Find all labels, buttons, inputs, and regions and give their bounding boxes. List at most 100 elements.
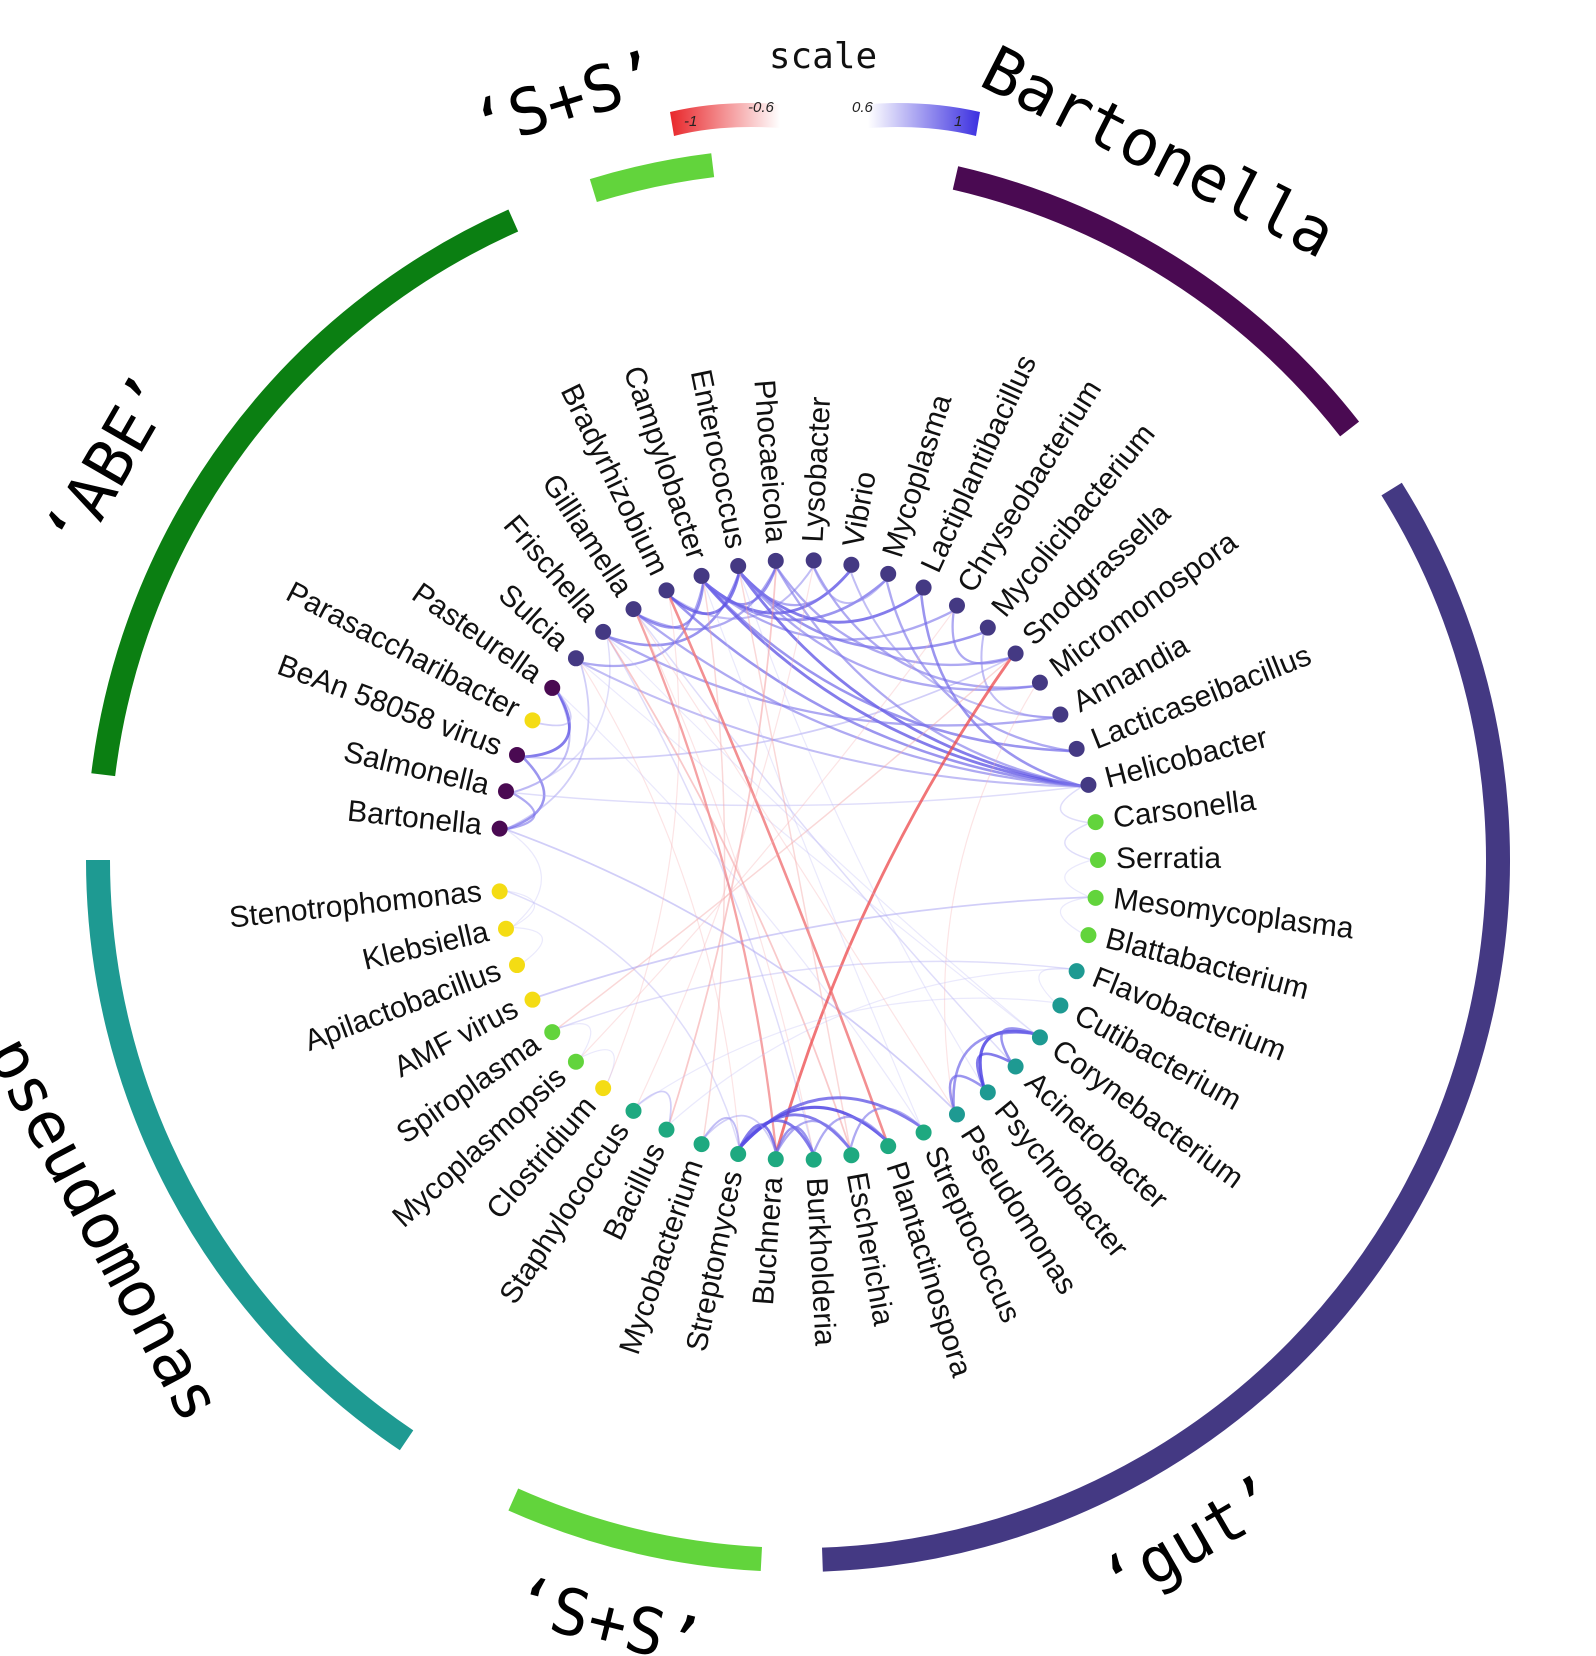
node-dot[interactable]	[843, 556, 860, 573]
correlation-link	[1064, 859, 1093, 898]
node-dot[interactable]	[658, 1121, 675, 1138]
correlation-link	[511, 926, 543, 964]
correlation-link	[579, 610, 955, 1059]
correlation-link	[702, 1114, 778, 1154]
correlation-link	[849, 1107, 922, 1150]
correlation-link	[556, 960, 1072, 1030]
group-label-ss-top: ‘S+S’	[463, 38, 669, 165]
correlation-link	[812, 1115, 888, 1155]
node-dot[interactable]	[491, 820, 508, 837]
node-dot[interactable]	[544, 1024, 561, 1041]
group-arc-abe	[91, 209, 519, 777]
scale-positive-bar	[868, 103, 980, 136]
node-dot[interactable]	[497, 920, 514, 937]
node-dot[interactable]	[805, 1151, 822, 1168]
node-dot[interactable]	[979, 1084, 996, 1101]
correlation-link	[702, 566, 778, 606]
correlation-link	[1059, 896, 1090, 935]
node-dot[interactable]	[1007, 645, 1024, 662]
node-dot[interactable]	[508, 957, 525, 974]
scale-negative-bar	[670, 103, 780, 136]
correlation-link	[505, 828, 955, 1110]
node-dot[interactable]	[767, 1151, 784, 1168]
node-dot[interactable]	[948, 597, 965, 614]
group-arc-gut	[821, 482, 1510, 1572]
node-dot[interactable]	[915, 1124, 932, 1141]
correlation-link	[1059, 785, 1090, 824]
correlation-link	[505, 890, 536, 928]
correlation-link	[775, 566, 1083, 788]
node-dot[interactable]	[915, 579, 932, 596]
group-label-bartonella: Bartonella	[970, 33, 1347, 274]
node-dot[interactable]	[1080, 776, 1097, 793]
correlation-link	[919, 592, 1083, 788]
correlation-link	[606, 635, 1056, 727]
node-dot[interactable]	[1087, 889, 1104, 906]
correlation-links	[505, 565, 1093, 1155]
correlation-link	[667, 595, 888, 1141]
correlation-link	[556, 690, 922, 1128]
group-label-ss-bottom: ‘S+S’	[505, 1564, 710, 1656]
correlation-link	[812, 566, 888, 605]
group-arc-pseudomonas	[86, 859, 414, 1451]
node-dot[interactable]	[1052, 706, 1069, 723]
correlation-link	[943, 685, 1036, 1110]
node-label: Serratia	[1116, 842, 1221, 875]
node-dot[interactable]	[730, 1145, 747, 1162]
node-dot[interactable]	[491, 883, 508, 900]
correlation-link	[606, 636, 1036, 1035]
node-dot[interactable]	[693, 567, 710, 584]
node-dot[interactable]	[625, 601, 642, 618]
scale-tick-neg1: -1	[684, 113, 697, 130]
node-dot[interactable]	[843, 1147, 860, 1164]
node-dot[interactable]	[693, 1136, 710, 1153]
node-dot[interactable]	[567, 1053, 584, 1070]
correlation-link	[580, 1049, 615, 1084]
node-dot[interactable]	[625, 1102, 642, 1119]
node-dot[interactable]	[730, 558, 747, 575]
scale-legend: scale -1 -0.6 0.6 1	[670, 36, 980, 136]
node-dot[interactable]	[979, 619, 996, 636]
correlation-link	[636, 566, 778, 631]
node-dot[interactable]	[948, 1106, 965, 1123]
correlation-link	[738, 571, 985, 651]
node-dot[interactable]	[1031, 1029, 1048, 1046]
node-dot[interactable]	[1007, 1058, 1024, 1075]
node-dot[interactable]	[544, 679, 561, 696]
node-dot[interactable]	[524, 991, 541, 1008]
node-dot[interactable]	[595, 1080, 612, 1097]
correlation-link	[738, 571, 985, 1088]
correlation-link	[511, 636, 611, 794]
node-dot[interactable]	[1052, 997, 1069, 1014]
node-dot[interactable]	[1031, 674, 1048, 691]
correlation-link	[606, 595, 680, 1084]
correlation-link	[580, 581, 705, 668]
correlation-link	[668, 968, 1072, 1125]
node-dot[interactable]	[805, 552, 822, 569]
correlation-link	[668, 594, 1083, 788]
node-dot[interactable]	[880, 565, 897, 582]
node-dot[interactable]	[658, 582, 675, 599]
node-dot[interactable]	[1080, 927, 1097, 944]
node-label: Phocaeicola	[747, 379, 792, 545]
node-dot[interactable]	[1068, 740, 1085, 757]
node-dot[interactable]	[880, 1138, 897, 1155]
node-dot[interactable]	[1068, 963, 1085, 980]
node-dot[interactable]	[508, 746, 525, 763]
correlation-link	[511, 785, 1083, 807]
node-dot[interactable]	[595, 623, 612, 640]
scale-tick-pos06: 0.6	[852, 99, 874, 116]
correlation-link	[775, 1119, 852, 1154]
node-label: Vibrio	[837, 469, 883, 550]
correlation-link	[537, 896, 1090, 998]
node-dot[interactable]	[1087, 814, 1104, 831]
scale-tick-neg06: -0.6	[748, 99, 775, 116]
node-dot[interactable]	[567, 650, 584, 667]
correlation-link	[606, 635, 852, 1150]
node-dot[interactable]	[497, 783, 514, 800]
node-dot[interactable]	[767, 552, 784, 569]
correlation-link	[738, 571, 1083, 788]
correlation-link	[702, 580, 1083, 788]
node-dot[interactable]	[1090, 852, 1106, 868]
node-dot[interactable]	[524, 712, 541, 729]
